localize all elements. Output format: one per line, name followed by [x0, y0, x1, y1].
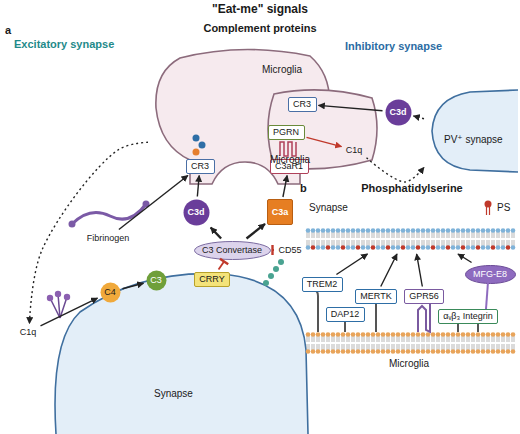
receptor-label: TREM2 — [302, 277, 343, 292]
protein-label: CD55 — [276, 244, 304, 257]
complement-circle: C3d — [183, 199, 210, 226]
node-text: MERTK — [360, 291, 391, 301]
node-text: C3 Convertase — [202, 245, 262, 255]
node-text: Microglia — [270, 154, 310, 166]
c1q-icon — [47, 291, 70, 318]
node-text: Fibrinogen — [87, 233, 130, 243]
protein-label: C1q — [344, 144, 365, 157]
section-heading: Inhibitory synapse — [345, 40, 442, 53]
node-text: Microglia — [389, 358, 429, 370]
node-text: PGRN — [273, 127, 299, 137]
node-text: TREM2 — [307, 279, 338, 289]
node-text: C3d — [389, 107, 406, 117]
node-text: DAP12 — [331, 309, 360, 319]
microglia-cell: CR3C3aR1Microglia — [150, 48, 335, 188]
title-wrap: "Eat-me" signals — [110, 3, 410, 17]
label-wrap: Excitatory synapse — [14, 38, 114, 51]
regulator-box: CRRY — [194, 272, 230, 287]
inhibition-line — [273, 249, 275, 251]
inhibition-line — [219, 262, 225, 270]
label-wrap: a — [5, 24, 11, 37]
protein-label: C1q — [18, 326, 39, 339]
fibrinogen-strand — [69, 201, 150, 228]
protein-label: Fibrinogen — [85, 232, 132, 245]
enzyme-ellipse: C3 Convertase — [194, 241, 271, 260]
panel-letter: a — [5, 24, 11, 37]
complement-circle: C3 — [146, 270, 167, 291]
receptor-label: MERTK — [355, 289, 397, 304]
node-text: αᵥβ₃ Integrin — [443, 311, 492, 321]
label-wrap: Inhibitory synapse — [345, 40, 442, 53]
lipid-bilayer — [306, 228, 516, 250]
receptor-label: DAP12 — [326, 307, 365, 322]
legend-item: PS — [482, 200, 510, 216]
node-text: Microglia — [262, 64, 302, 76]
section-heading: Complement proteins — [110, 22, 410, 35]
receptor-label: CR3 — [288, 97, 317, 112]
cell-outline — [50, 270, 312, 434]
node-text: C1q — [20, 327, 37, 337]
arrow-connector — [414, 116, 425, 119]
panel-letter: b — [300, 182, 307, 195]
cd55-beads — [263, 259, 284, 286]
node-text: CR3 — [191, 161, 209, 171]
synapse-membrane: Synapse — [305, 198, 518, 252]
node-text: CR3 — [293, 99, 311, 109]
figure-title: "Eat-me" signals — [110, 3, 410, 17]
microglia-cell: CR3PGRN C1qMicroglia — [262, 88, 380, 172]
node-text: C4 — [104, 287, 116, 297]
arrow-connector — [381, 254, 397, 287]
receptor-label: PGRN — [268, 125, 305, 140]
label-wrap: b — [300, 182, 307, 195]
complement-circle: C3d — [385, 99, 412, 126]
arrow-connector — [417, 254, 423, 287]
cell-outline — [305, 332, 518, 376]
arrow-connector — [211, 228, 221, 239]
complement-circle: C4 — [100, 282, 121, 303]
receptor-label: CR3 — [186, 159, 215, 174]
node-text: CRRY — [199, 274, 224, 284]
arrow-connector — [119, 176, 188, 230]
node-text: Synapse — [154, 388, 193, 400]
arrow-connector — [367, 158, 425, 182]
section-heading: Phosphatidylserine — [262, 182, 520, 195]
synapse-cell: Synapse — [50, 270, 312, 434]
node-text: GPR56 — [409, 291, 439, 301]
complement-square: C3a — [267, 199, 293, 225]
node-text: C3a — [272, 207, 289, 217]
section-heading: Excitatory synapse — [14, 38, 114, 51]
receptor-label: GPR56 — [404, 289, 444, 304]
arrow-connector — [336, 254, 367, 275]
receptor-label: αᵥβ₃ Integrin — [438, 309, 498, 324]
node-text: Synapse — [309, 202, 348, 214]
node-text: C3 — [150, 275, 162, 285]
label-wrap: Phosphatidylserine — [262, 182, 520, 195]
legend-text: PS — [497, 202, 510, 214]
microglia-membrane: Microglia — [305, 332, 518, 376]
node-text: C1q — [346, 145, 363, 155]
lipid-bilayer — [306, 332, 516, 354]
label-wrap: Complement proteins — [110, 22, 410, 35]
cell-outline — [426, 88, 516, 174]
ps-lipid-swatch — [482, 200, 494, 216]
synapse-cell: PV⁺ synapse — [426, 88, 516, 174]
node-text: C3d — [187, 207, 204, 217]
bridging-protein: MFG-E8 — [465, 265, 516, 284]
node-text: CD55 — [278, 245, 301, 255]
arrow-connector — [458, 254, 472, 263]
arrow-connector — [247, 224, 265, 239]
node-text: MFG-E8 — [473, 269, 507, 279]
node-text: PV⁺ synapse — [444, 134, 503, 146]
